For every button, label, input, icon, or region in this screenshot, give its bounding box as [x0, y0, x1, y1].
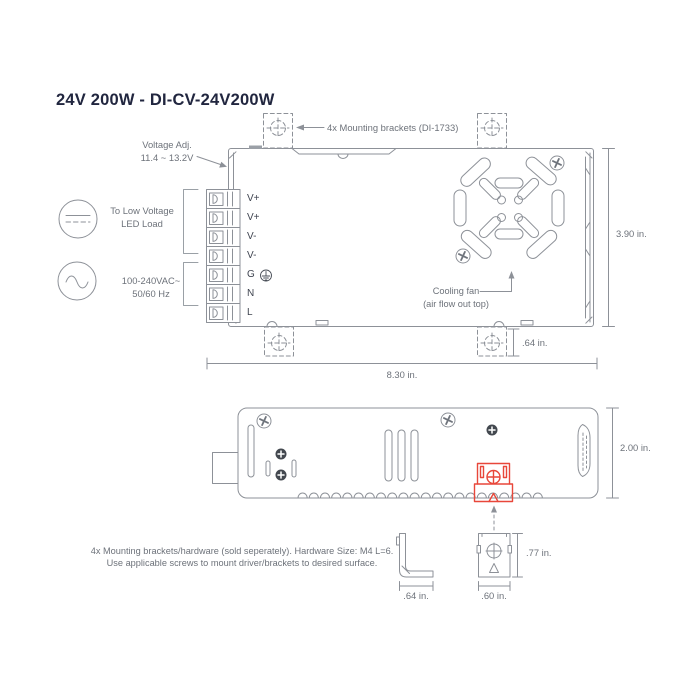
ac-input-line2: 50/60 Hz [132, 288, 170, 299]
terminal-label-vminus-1: V- [247, 231, 257, 242]
note-text: 4x Mounting brackets/hardware (sold sepe… [60, 546, 424, 569]
dim-front-width-label: .60 in. [481, 590, 507, 601]
dc-load-line2: LED Load [121, 218, 163, 229]
mounting-label-arrow [296, 124, 325, 131]
dc-load-label: To Low Voltage LED Load [100, 204, 184, 230]
dim-bracket-offset-line [507, 328, 520, 357]
terminal-block [206, 189, 241, 323]
terminal-cells [209, 191, 233, 321]
dim-front-height-line [512, 533, 523, 578]
l-bracket-side-view [396, 533, 434, 578]
side-view-diagram [212, 407, 619, 531]
mounting-bracket-bottom-left [264, 326, 294, 357]
dim-side-height-line [606, 407, 619, 499]
mounting-brackets-label: 4x Mounting brackets (DI-1733) [327, 122, 459, 133]
note-line1: 4x Mounting brackets/hardware (sold sepe… [90, 546, 394, 556]
cooling-fan-line2: (air flow out top) [423, 298, 489, 309]
terminal-group-brackets [183, 189, 199, 306]
driver-body-top [228, 145, 594, 327]
bracket-detail-diagram [396, 533, 523, 591]
case-seam-detail [577, 424, 591, 477]
cooling-fan-line1: Cooling fan [432, 286, 480, 296]
bracket-pointer-arrow [491, 505, 497, 531]
dc-symbol-icon [58, 199, 98, 239]
ground-icon [260, 269, 272, 282]
screw-icon [455, 248, 471, 264]
dim-width-line [206, 357, 598, 370]
terminal-label-line: L [247, 307, 253, 318]
mounting-bracket-top-left [263, 113, 293, 149]
mounting-bracket-bottom-right [477, 326, 507, 357]
screw-icon [256, 413, 272, 429]
dc-load-line1: To Low Voltage [110, 205, 174, 216]
dim-front-height-label: .77 in. [526, 547, 552, 558]
screw-icon [440, 412, 456, 428]
bracket-position-highlight [473, 462, 514, 503]
terminal-label-vplus-1: V+ [247, 193, 260, 204]
terminal-label-ground: G [247, 269, 255, 280]
terminal-label-neutral: N [247, 288, 255, 299]
page-title: 24V 200W - DI-CV-24V200W [56, 91, 275, 109]
ac-symbol-icon [57, 261, 97, 301]
cooling-fan-arrow [479, 271, 515, 292]
dim-height-label: 3.90 in. [616, 228, 647, 239]
dim-height-line [602, 148, 615, 327]
ac-input-line1: 100-240VAC~ [121, 275, 181, 286]
dim-l-width-line [399, 581, 434, 591]
terminal-label-vplus-2: V+ [247, 212, 260, 223]
cooling-fan-grille [453, 155, 565, 264]
cooling-fan-label: Cooling fan (air flow out top) [406, 285, 506, 310]
voltage-adj-line2: 11.4 ~ 13.2V [140, 152, 194, 163]
dim-bracket-offset-label: .64 in. [522, 337, 548, 348]
dim-front-width-line [478, 581, 511, 591]
top-view-diagram [57, 113, 615, 370]
bracket-front-view [476, 533, 512, 578]
dim-side-height-label: 2.00 in. [620, 442, 651, 453]
ac-input-label: 100-240VAC~ 50/60 Hz [109, 274, 193, 300]
note-line2: Use applicable screws to mount driver/br… [106, 557, 378, 568]
voltage-adj-label: Voltage Adj. 11.4 ~ 13.2V [126, 138, 208, 164]
dim-l-width-label: .64 in. [403, 590, 429, 601]
voltage-adj-line1: Voltage Adj. [142, 139, 192, 150]
dim-width-label: 8.30 in. [386, 369, 418, 380]
mounting-bracket-top-right [477, 113, 507, 149]
dark-screw-cross [277, 426, 496, 479]
voltage-adj-arrow [196, 156, 227, 168]
screw-icon [549, 155, 565, 171]
terminal-label-vminus-2: V- [247, 250, 257, 261]
